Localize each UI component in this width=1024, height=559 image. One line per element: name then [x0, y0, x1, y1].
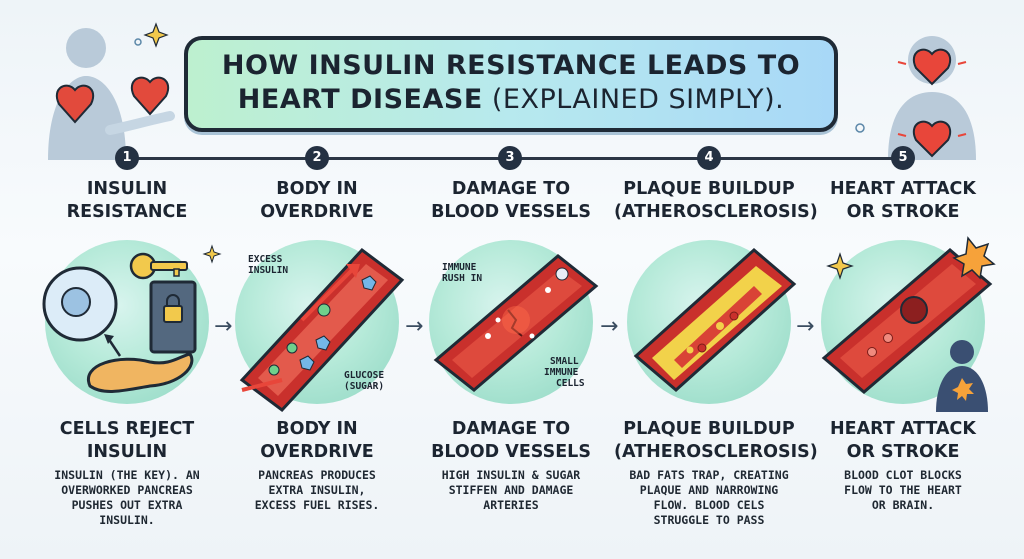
arrow-right-icon: → [600, 314, 619, 339]
description-line: ARTERIES [483, 498, 539, 512]
step-4-heading-line: PLAQUE BUILDUP [623, 179, 795, 199]
arrow-right-icon: → [214, 314, 233, 339]
step-1-number: 1 [115, 146, 139, 170]
step-2-subheading-line: BODY IN [276, 419, 358, 439]
step-5-description: BLOOD CLOT BLOCKS FLOW TO THE HEART OR B… [808, 468, 998, 513]
step-1-description: INSULIN (THE KEY). AN OVERWORKED PANCREA… [32, 468, 222, 528]
step-4-number: 4 [697, 146, 721, 170]
step-5-heading-line: OR STROKE [846, 202, 960, 222]
step-4-subheading-line: (ATHEROSCLEROSIS) [614, 442, 818, 462]
description-line: PUSHES OUT EXTRA [71, 498, 183, 512]
step-5-number: 5 [891, 146, 915, 170]
step-5-subheading-line: HEART ATTACK [830, 419, 976, 439]
step-4-heading: PLAQUE BUILDUP (ATHEROSCLEROSIS) [614, 178, 818, 224]
step-4-subheading-line: PLAQUE BUILDUP [623, 419, 795, 439]
step-3-heading-line: BLOOD VESSELS [431, 202, 591, 222]
title-line-2-rest: (EXPLAINED SIMPLY). [482, 84, 785, 115]
title-line-2-bold: HEART DISEASE [237, 84, 483, 115]
step-1-subheading-line: INSULIN [86, 442, 168, 462]
description-line: BAD FATS TRAP, CREATING [629, 468, 789, 482]
description-line: PANCREAS PRODUCES [258, 468, 376, 482]
plaque-vessel-illustration [633, 248, 797, 392]
description-line: STIFFEN AND DAMAGE [448, 483, 574, 497]
clot-heart-attack-illustration [821, 236, 996, 412]
description-line: FLOW. BLOOD CELS [653, 498, 765, 512]
description-line: EXTRA INSULIN, [268, 483, 366, 497]
step-2-subheading: BODY IN OVERDRIVE [222, 418, 412, 464]
step-5-heading: HEART ATTACK OR STROKE [808, 178, 998, 224]
step-3-subheading-line: BLOOD VESSELS [431, 442, 591, 462]
description-line: EXCESS FUEL RISES. [254, 498, 380, 512]
step-2-subheading-line: OVERDRIVE [260, 442, 374, 462]
step-3-heading-line: DAMAGE TO [451, 179, 571, 199]
step-2-description: PANCREAS PRODUCES EXTRA INSULIN, EXCESS … [222, 468, 412, 513]
step-3-subheading: DAMAGE TO BLOOD VESSELS [416, 418, 606, 464]
step-5-heading-line: HEART ATTACK [830, 179, 976, 199]
description-line: INSULIN (THE KEY). AN [54, 468, 200, 482]
step-3-subheading-line: DAMAGE TO [451, 419, 571, 439]
step-2-number: 2 [305, 146, 329, 170]
title-line-2: HEART DISEASE (EXPLAINED SIMPLY). [188, 83, 834, 117]
description-line: HIGH INSULIN & SUGAR [441, 468, 581, 482]
title-line-1: HOW INSULIN RESISTANCE LEADS TO [221, 50, 801, 81]
description-line: OVERWORKED PANCREAS [61, 483, 193, 497]
step-1-subheading-line: CELLS REJECT [59, 419, 195, 439]
title-banner: HOW INSULIN RESISTANCE LEADS TO HEART DI… [184, 36, 838, 132]
step-1-subheading: CELLS REJECT INSULIN [32, 418, 222, 464]
step-2-heading: BODY IN OVERDRIVE [222, 178, 412, 224]
step-5-subheading: HEART ATTACK OR STROKE [808, 418, 998, 464]
person-heart-alert-illustration [855, 36, 976, 160]
step-2-heading-line: BODY IN [276, 179, 358, 199]
step-1-heading-line: RESISTANCE [66, 202, 188, 222]
description-line: BLOOD CLOT BLOCKS [844, 468, 962, 482]
step-1-heading-line: INSULIN [86, 179, 168, 199]
description-line: FLOW TO THE HEART [844, 483, 962, 497]
step-4-heading-line: (ATHEROSCLEROSIS) [614, 202, 818, 222]
description-line: STRUGGLE TO PASS [653, 513, 765, 527]
arrow-right-icon: → [796, 314, 815, 339]
step-3-description: HIGH INSULIN & SUGAR STIFFEN AND DAMAGE … [416, 468, 606, 513]
step-2-heading-line: OVERDRIVE [260, 202, 374, 222]
glucose-label: GLUCOSE(SUGAR) [344, 370, 384, 392]
cell-key-pancreas-illustration [42, 244, 222, 393]
step-1-heading: INSULIN RESISTANCE [32, 178, 222, 224]
description-line: OR BRAIN. [871, 498, 935, 512]
arrow-right-icon: → [405, 314, 424, 339]
description-line: PLAQUE AND NARROWING [639, 483, 779, 497]
step-3-heading: DAMAGE TO BLOOD VESSELS [416, 178, 606, 224]
step-5-subheading-line: OR STROKE [846, 442, 960, 462]
step-3-number: 3 [498, 146, 522, 170]
step-4-description: BAD FATS TRAP, CREATING PLAQUE AND NARRO… [614, 468, 804, 528]
person-with-heart-illustration [48, 22, 175, 160]
description-line: INSULIN. [99, 513, 155, 527]
step-4-subheading: PLAQUE BUILDUP (ATHEROSCLEROSIS) [614, 418, 818, 464]
